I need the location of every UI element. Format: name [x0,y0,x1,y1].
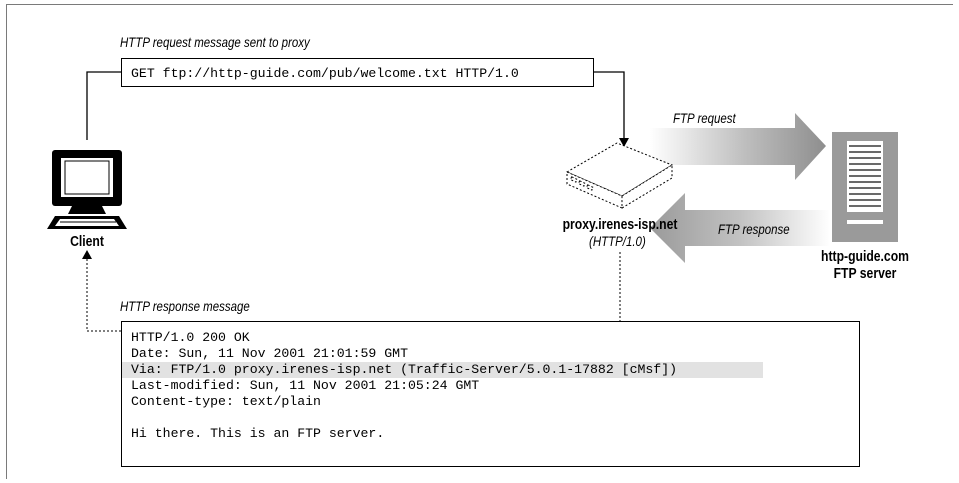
figure-frame [6,4,953,479]
ftp-response-label: FTP response [718,221,790,237]
server-tower-icon [832,132,898,242]
request-line: GET ftp://http-guide.com/pub/welcome.txt… [131,66,519,81]
response-last-modified-header: Last-modified: Sun, 11 Nov 2001 21:05:24… [131,378,480,393]
http-response-box: HTTP/1.0 200 OK Date: Sun, 11 Nov 2001 2… [121,321,860,467]
response-to-client-connector [86,258,121,332]
response-blank-line [122,410,859,426]
ftp-request-label: FTP request [673,110,736,126]
request-caption: HTTP request message sent to proxy [120,34,310,50]
desktop-computer-icon [47,150,127,229]
server-name-label: http-guide.com [821,249,909,265]
ftp-request-arrow [650,113,826,180]
response-via-header: Via: FTP/1.0 proxy.irenes-isp.net (Traff… [122,362,763,378]
client-label: Client [70,234,104,250]
request-arrowhead [619,138,629,147]
proxy-name-label: proxy.irenes-isp.net [562,217,678,233]
response-date-header: Date: Sun, 11 Nov 2001 21:01:59 GMT [131,346,408,361]
http-request-box: GET ftp://http-guide.com/pub/welcome.txt… [121,58,594,87]
server-role-label: FTP server [833,266,897,282]
response-caption: HTTP response message [120,298,250,314]
response-content-type-header: Content-type: text/plain [131,394,321,409]
request-to-proxy-connector [594,71,625,140]
proxy-box-icon [565,142,674,209]
proxy-protocol-label: (HTTP/1.0) [589,233,646,249]
response-status-line: HTTP/1.0 200 OK [131,330,250,345]
ftp-response-arrow [650,193,830,263]
response-body: Hi there. This is an FTP server. [131,426,385,441]
client-to-request-connector [86,71,121,140]
response-arrowhead [82,250,92,259]
